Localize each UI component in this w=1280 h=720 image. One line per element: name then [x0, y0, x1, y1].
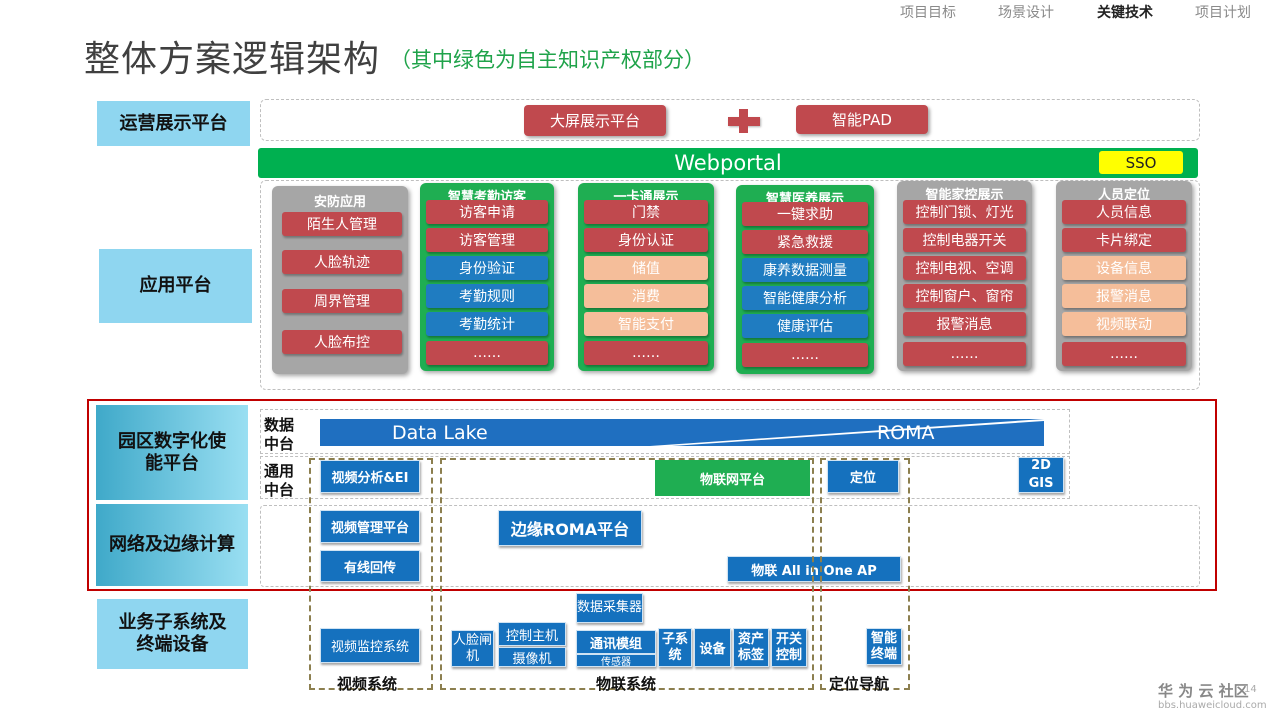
gis-box: 2D GIS [1018, 457, 1064, 493]
iot-system-label: 物联系统 [596, 675, 657, 693]
video-system-label: 视频系统 [337, 675, 398, 693]
list-item: …… [584, 341, 708, 365]
nav-tab-plan[interactable]: 项目计划 [1195, 5, 1251, 21]
smart-terminal-box: 智能终端 [866, 628, 902, 665]
face-gate-box: 人脸闸机 [451, 630, 494, 667]
row-label-digital: 园区数字化使能平台 [96, 405, 248, 500]
webportal-bar: Webportal [258, 148, 1198, 178]
column-card: 一卡通展示 门禁 身份认证 储值 消费 智能支付 …… [578, 183, 714, 371]
nav-tab-key-tech[interactable]: 关键技术 [1097, 5, 1153, 21]
comm-module-box: 通讯模组 [576, 630, 656, 654]
list-item: 考勤规则 [426, 284, 548, 308]
iot-platform-box: 物联网平台 [655, 460, 810, 496]
list-item: 人脸布控 [282, 330, 402, 354]
big-screen-platform: 大屏展示平台 [524, 105, 666, 136]
footer-brand: 华 为 云 社区 [1158, 682, 1249, 700]
list-item: 康养数据测量 [742, 258, 868, 282]
app-container [260, 180, 1200, 390]
sensor-box: 传感器 [576, 654, 656, 668]
list-item: 身份认证 [584, 228, 708, 252]
data-center-label: 数据中台 [264, 416, 295, 453]
page-title: 整体方案逻辑架构 [84, 39, 381, 80]
page-subtitle: （其中绿色为自主知识产权部分） [390, 48, 705, 72]
row-label-business: 业务子系统及终端设备 [97, 599, 248, 669]
roma-label: ROMA [877, 422, 935, 444]
smart-pad: 智能PAD [796, 105, 928, 134]
data-center-row [260, 409, 1070, 454]
list-item: …… [742, 343, 868, 367]
common-center-label: 通用中台 [264, 462, 295, 499]
list-item: 周界管理 [282, 289, 402, 313]
network-row [260, 505, 1200, 587]
locate-box: 定位 [827, 460, 899, 493]
list-item: 控制窗户、窗帘 [903, 284, 1026, 308]
list-item: 一键求助 [742, 202, 868, 226]
iot-ap-box: 物联 All in One AP [727, 556, 901, 582]
subsystem-box: 子系统 [658, 628, 692, 667]
device-box: 设备 [694, 628, 731, 667]
list-item: 门禁 [584, 200, 708, 224]
column-title: 人员定位 [1097, 188, 1150, 203]
row-label-network: 网络及边缘计算 [96, 504, 248, 586]
plus-icon [728, 109, 760, 133]
column-positioning: 人员定位 人员信息 卡片绑定 设备信息 报警消息 视频联动 …… [1056, 181, 1192, 371]
video-monitor-box: 视频监控系统 [320, 628, 420, 663]
list-item: 设备信息 [1062, 256, 1186, 280]
list-item: 人脸轨迹 [282, 250, 402, 274]
edge-roma-box: 边缘ROMA平台 [498, 510, 642, 546]
iot-system-group [440, 458, 814, 690]
list-item: 陌生人管理 [282, 212, 402, 236]
list-item: 卡片绑定 [1062, 228, 1186, 252]
list-item: …… [426, 341, 548, 365]
highlight-frame [87, 399, 1217, 591]
column-title: 智能家控展示 [925, 188, 1004, 203]
list-item: 紧急救援 [742, 230, 868, 254]
list-item: 考勤统计 [426, 312, 548, 336]
list-item: 智能支付 [584, 312, 708, 336]
footer-url: bbs.huaweicloud.com [1158, 700, 1267, 711]
list-item: 视频联动 [1062, 312, 1186, 336]
column-home-control: 智能家控展示 控制门锁、灯光 控制电器开关 控制电视、空调 控制窗户、窗帘 报警… [897, 181, 1032, 371]
positioning-label: 定位导航 [829, 675, 890, 693]
list-item: 控制电器开关 [903, 228, 1026, 252]
data-lake-label: Data Lake [392, 422, 488, 444]
list-item: 身份验证 [426, 256, 548, 280]
column-attendance: 智慧考勤访客 访客申请 访客管理 身份验证 考勤规则 考勤统计 …… [420, 183, 554, 371]
list-item: 储值 [584, 256, 708, 280]
switch-control-box: 开关控制 [771, 628, 807, 667]
list-item: 人员信息 [1062, 200, 1186, 224]
camera-box: 摄像机 [498, 647, 566, 667]
list-item: 控制门锁、灯光 [903, 200, 1026, 224]
common-center-row [260, 456, 1070, 499]
column-health: 智慧医养展示 一键求助 紧急救援 康养数据测量 智能健康分析 健康评估 …… [736, 185, 874, 374]
list-item: …… [903, 342, 1026, 366]
list-item: 报警消息 [903, 312, 1026, 336]
asset-tag-box: 资产标签 [733, 628, 769, 667]
wired-backhaul-box: 有线回传 [320, 550, 420, 582]
row-label-ops: 运营展示平台 [97, 101, 250, 146]
nav-tab-goals[interactable]: 项目目标 [900, 5, 956, 21]
list-item: 访客申请 [426, 200, 548, 224]
positioning-group [820, 458, 910, 690]
list-item: 智能健康分析 [742, 286, 868, 310]
nav-tab-scenarios[interactable]: 场景设计 [998, 5, 1054, 21]
data-collector-box: 数据采集器 [576, 593, 643, 623]
video-mgmt-box: 视频管理平台 [320, 510, 420, 543]
video-system-group [309, 458, 433, 690]
list-item: 访客管理 [426, 228, 548, 252]
control-host-box: 控制主机 [498, 622, 566, 646]
video-analysis-ei-box: 视频分析&EI [320, 460, 420, 493]
page-number: 14 [1244, 684, 1257, 695]
list-item: 消费 [584, 284, 708, 308]
ops-container [260, 99, 1200, 141]
list-item: 控制电视、空调 [903, 256, 1026, 280]
row-label-app: 应用平台 [99, 249, 252, 323]
list-item: …… [1062, 342, 1186, 366]
sso-badge: SSO [1099, 151, 1183, 174]
list-item: 报警消息 [1062, 284, 1186, 308]
column-title: 安防应用 [313, 195, 366, 210]
column-security: 安防应用 陌生人管理 人脸轨迹 周界管理 人脸布控 [272, 186, 408, 374]
list-item: 健康评估 [742, 314, 868, 338]
data-lake-roma-bar [320, 419, 1044, 446]
